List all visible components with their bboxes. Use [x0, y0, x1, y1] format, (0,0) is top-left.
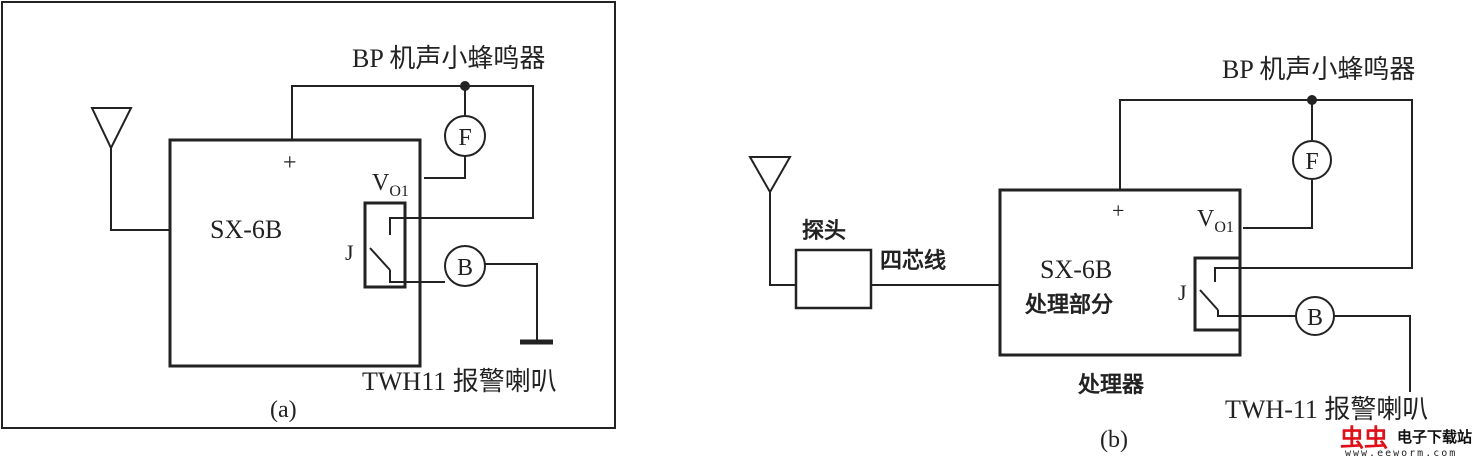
- module-label: SX-6B: [1040, 255, 1112, 284]
- output-label: VO1: [1197, 206, 1234, 236]
- output-label: VO1: [372, 170, 409, 200]
- buzzer-label: BP 机声小蜂鸣器: [352, 44, 545, 73]
- horn-label: TWH-11 报警喇叭: [1225, 395, 1428, 424]
- processor-label: 处理器: [1077, 372, 1145, 398]
- vo1-wire: [424, 156, 466, 179]
- relay-output-wire: [389, 270, 445, 283]
- horn-label: TWH11 报警喇叭: [362, 367, 557, 396]
- cable-label: 四芯线: [880, 248, 946, 274]
- relay-box: [363, 201, 407, 289]
- relay-label: J: [1178, 280, 1187, 305]
- horn-wire: [1334, 315, 1411, 392]
- antenna-wire: [110, 148, 170, 231]
- caption-b: (b): [1100, 427, 1128, 453]
- power-wire: [291, 85, 534, 235]
- relay-output-wire: [1217, 310, 1296, 317]
- power-wire: [1119, 99, 1413, 282]
- horn-symbol-label: B: [1307, 305, 1323, 331]
- sx6b-module: [168, 138, 422, 368]
- module-sublabel: 处理部分: [1024, 292, 1113, 318]
- panel-a-frame: [1, 1, 616, 429]
- probe-label: 探头: [802, 218, 846, 244]
- buzzer-symbol-label: F: [1305, 149, 1318, 175]
- watermark-logo: 虫虫 电子下载站 www.eeworm.com: [1340, 424, 1472, 458]
- antenna-wire: [769, 192, 796, 286]
- buzzer-label: BP 机声小蜂鸣器: [1222, 55, 1415, 84]
- module-label: SX-6B: [210, 215, 282, 244]
- caption-a: (a): [270, 397, 297, 423]
- buzzer-symbol-label: F: [458, 125, 471, 151]
- watermark-url: www.eeworm.com: [1345, 448, 1457, 458]
- panel-b: [748, 95, 1413, 392]
- vo1-wire: [1243, 179, 1313, 229]
- horn-wire: [485, 263, 538, 342]
- plus-sign: +: [283, 150, 297, 176]
- watermark-brand: 虫虫: [1340, 424, 1388, 452]
- horn-symbol-label: B: [457, 255, 473, 281]
- antenna-icon: [90, 107, 133, 151]
- antenna-icon: [748, 156, 792, 195]
- relay-switch: [1199, 289, 1219, 311]
- horn-symbol: [444, 245, 486, 287]
- relay-label: J: [345, 240, 354, 265]
- relay-switch: [369, 247, 391, 271]
- plus-sign: +: [1112, 198, 1124, 223]
- probe-box: [794, 248, 873, 310]
- panel-a: [1, 1, 616, 429]
- watermark-name: 电子下载站: [1397, 428, 1472, 446]
- relay-box: [1193, 256, 1242, 332]
